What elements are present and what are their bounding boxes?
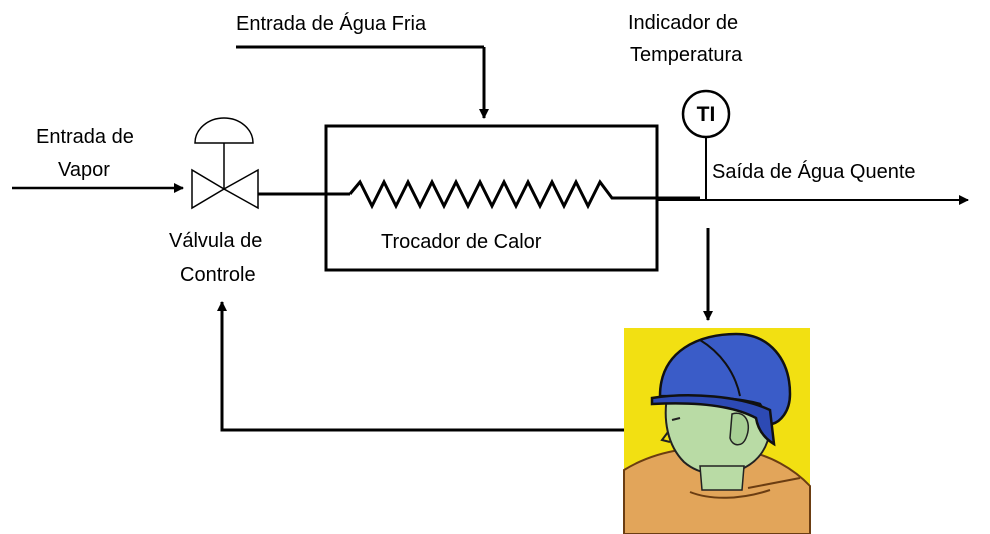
cold-water-inlet-label: Entrada de Água Fria [236,12,427,35]
temperature-indicator-label-line1: Indicador de [628,12,738,34]
heat-exchanger-label: Trocador de Calor [381,231,542,253]
temperature-indicator-label-line2: Temperatura [630,44,743,66]
hot-water-outlet-label: Saída de Água Quente [712,160,916,183]
valve-actuator-icon [194,117,254,144]
valve-body-right-icon [222,168,259,210]
steam-inlet-label-line2: Vapor [58,159,110,181]
control-valve-label-line2: Controle [180,264,256,286]
valve-body-left-icon [191,168,226,210]
temperature-indicator-tag: TI [697,103,716,126]
control-valve-label-line1: Válvula de [169,230,262,252]
steam-inlet-label-line1: Entrada de [36,126,134,148]
cold-water-inlet-line [236,45,489,119]
heat-exchanger-coil [348,178,620,210]
control-valve [191,117,259,210]
operator-icon [623,328,811,534]
manual-feedback-line [217,301,624,432]
